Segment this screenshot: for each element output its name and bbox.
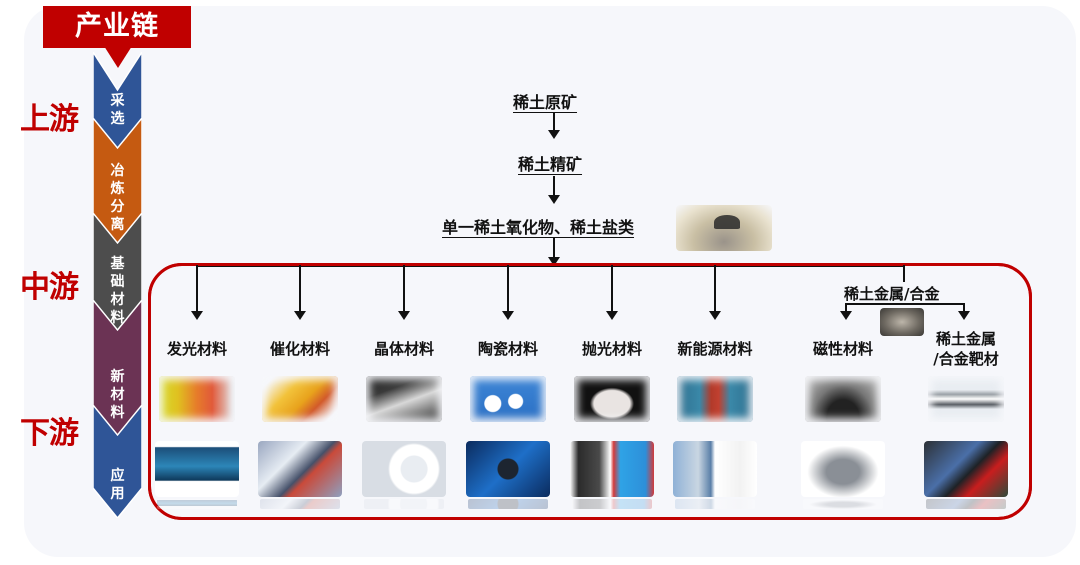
chevron-stage-2: 基础材料 — [93, 213, 142, 335]
chevron-shape-icon — [93, 213, 142, 335]
chevron-label: 基础材料 — [110, 256, 125, 326]
arrow-down-icon — [548, 112, 560, 139]
stage-label-upstream: 上游 — [20, 102, 79, 137]
rare-earth-oxide-powder-image — [676, 205, 772, 251]
ceramic-parts-image — [470, 376, 546, 422]
image-reflection — [364, 499, 444, 509]
arrow-down-icon — [606, 265, 618, 320]
rare-earth-metal-image — [880, 308, 924, 336]
stage-label-downstream: 下游 — [20, 416, 79, 451]
car-exhaust-image — [258, 441, 342, 497]
material-label: 发光材料 — [166, 340, 227, 358]
arrow-down-icon — [502, 265, 514, 320]
polishing-powder-bottle-image — [574, 376, 650, 422]
chevron-stage-4: 应用 — [93, 405, 142, 518]
ct-scanner-image — [362, 441, 446, 497]
material-label: 稀土金属 /合金靶材 — [933, 330, 999, 368]
image-reflection — [926, 499, 1006, 509]
arrow-down-icon — [548, 176, 560, 204]
material-label: 新能源材料 — [677, 340, 753, 358]
chevron-shape-icon — [93, 118, 142, 245]
material-label: 磁性材料 — [812, 340, 873, 358]
chevron-label: 冶炼分离 — [110, 163, 125, 233]
catalytic-converter-image — [262, 376, 338, 422]
monitor-whale-image — [155, 441, 239, 497]
crystal-rod-image — [366, 376, 442, 422]
chevron-label: 应用 — [110, 468, 125, 502]
image-reflection — [260, 499, 340, 509]
arrow-down-icon — [958, 303, 970, 320]
arrow-down-icon — [709, 265, 721, 320]
camera-lcd-panel-image — [570, 441, 654, 497]
phosphor-tubes-image — [159, 376, 235, 422]
material-label: 抛光材料 — [581, 340, 642, 358]
chevron-shape-icon — [93, 300, 142, 440]
image-reflection — [803, 499, 883, 509]
branch-line — [197, 265, 904, 267]
arrow-down-icon — [840, 303, 852, 320]
image-reflection — [468, 499, 548, 509]
page-title: 产业链 — [43, 6, 191, 48]
down-arrow-icon — [104, 46, 132, 68]
arrow-down-icon — [548, 238, 560, 266]
chevron-stage-0: 采选 — [93, 52, 142, 155]
arrow-down-icon — [191, 265, 203, 320]
circuit-chip-image — [466, 441, 550, 497]
image-reflection — [675, 499, 755, 509]
material-label: 催化材料 — [269, 340, 330, 358]
branch-line — [903, 265, 905, 282]
image-reflection — [572, 499, 652, 509]
battery-cells-image — [677, 376, 753, 422]
material-label: 晶体材料 — [373, 340, 434, 358]
auto-parts-image — [801, 441, 885, 497]
node-metal-alloy: 稀土金属/合金 — [844, 285, 940, 303]
chevron-label: 采选 — [110, 93, 125, 127]
chevron-shape-icon — [93, 405, 142, 518]
stage-label-midstream: 中游 — [20, 270, 79, 305]
chevron-shape-icon — [93, 52, 142, 155]
magnetic-powder-image — [805, 376, 881, 422]
chevron-stage-3: 新材料 — [93, 300, 142, 440]
metal-target-rod-image — [928, 376, 1004, 422]
material-label: 陶瓷材料 — [477, 340, 538, 358]
arrow-down-icon — [398, 265, 410, 320]
turbine-chip-image — [924, 441, 1008, 497]
branch-line — [845, 303, 965, 305]
chevron-stage-1: 冶炼分离 — [93, 118, 142, 245]
image-reflection — [157, 499, 237, 509]
arrow-down-icon — [294, 265, 306, 320]
node-raw-ore: 稀土原矿 — [513, 93, 578, 112]
node-oxides-salts: 单一稀土氧化物、稀土盐类 — [442, 218, 635, 237]
chevron-label: 新材料 — [110, 369, 125, 421]
node-concentrate: 稀土精矿 — [518, 155, 583, 174]
ship-and-car-image — [673, 441, 757, 497]
